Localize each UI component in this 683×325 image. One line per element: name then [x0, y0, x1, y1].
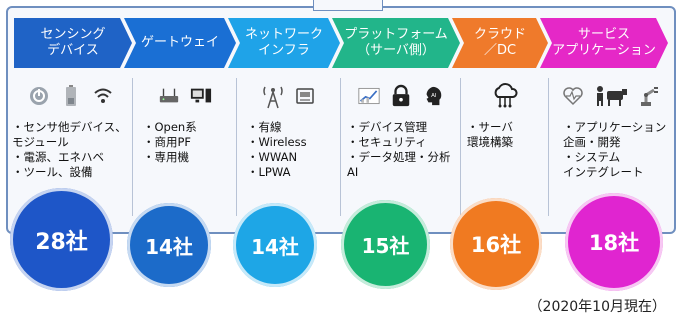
- count-sensing: 28社: [10, 188, 113, 291]
- farmer-cow-icon: [594, 85, 628, 107]
- heart-pulse-icon: [562, 85, 584, 107]
- panel-top-tab: [313, 0, 383, 11]
- column-platform: AI ・デバイス管理 ・セキュリティ ・データ処理・分析 AI: [340, 78, 460, 216]
- count-network: 14社: [233, 203, 317, 287]
- header-cloud: クラウド ／DC: [452, 18, 548, 68]
- count-cloud: 16社: [450, 198, 542, 290]
- items-service: ・アプリケーション 企画・開発 ・システム インテグレート: [563, 120, 667, 179]
- header-service: サービス アプリケーション: [540, 18, 668, 68]
- header-sensing: センシング デバイス: [14, 18, 132, 68]
- power-icon: [28, 85, 50, 107]
- computer-icon: [190, 85, 212, 107]
- battery-icon: [60, 85, 82, 107]
- robot-arm-icon: [638, 85, 660, 107]
- wifi-icon: [92, 85, 114, 107]
- antenna-tower-icon: [262, 85, 284, 109]
- header-platform: プラットフォーム （サーバ側）: [332, 18, 460, 68]
- column-gateway: ・Open系 ・商用PF ・専用機: [132, 78, 236, 216]
- items-cloud: ・サーバ 環境構築: [467, 120, 513, 149]
- count-gateway: 14社: [127, 203, 211, 287]
- header-gateway: ゲートウェイ: [124, 18, 236, 68]
- column-network: ・有線 ・Wireless ・WWAN ・LPWA: [236, 78, 340, 216]
- count-service: 18社: [565, 193, 663, 291]
- svg-text:AI: AI: [431, 93, 437, 99]
- ai-head-icon: AI: [422, 85, 444, 107]
- column-service: ・アプリケーション 企画・開発 ・システム インテグレート: [548, 78, 672, 216]
- count-platform: 15社: [341, 200, 430, 289]
- column-cloud: ・サーバ 環境構築: [460, 78, 548, 216]
- cloud-network-icon: [491, 83, 519, 109]
- header-network: ネットワーク インフラ: [228, 18, 340, 68]
- device-icon: [294, 85, 316, 107]
- items-sensing: ・センサ他デバイス、 モジュール ・電源、エネハベ ・ツール、設備: [12, 120, 127, 179]
- analytics-chart-icon: [357, 85, 380, 107]
- date-note: （2020年10月現在）: [528, 299, 666, 315]
- items-network: ・有線 ・Wireless ・WWAN ・LPWA: [247, 120, 307, 179]
- security-lock-icon: [390, 84, 412, 107]
- items-platform: ・デバイス管理 ・セキュリティ ・データ処理・分析 AI: [347, 120, 451, 179]
- router-icon: [158, 85, 180, 107]
- items-gateway: ・Open系 ・商用PF ・専用機: [143, 120, 197, 164]
- column-sensing: ・センサ他デバイス、 モジュール ・電源、エネハベ ・ツール、設備: [10, 78, 132, 216]
